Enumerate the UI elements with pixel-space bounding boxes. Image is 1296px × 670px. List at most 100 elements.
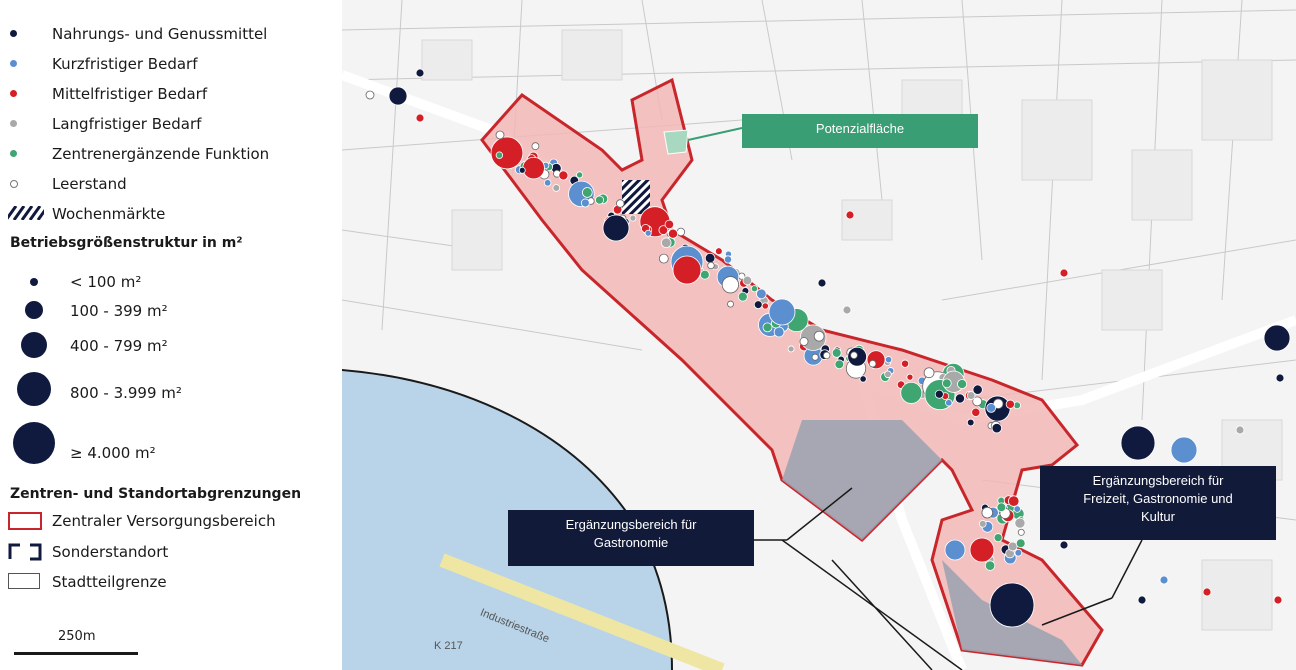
scale-bar-label: 250m xyxy=(58,629,96,644)
poi-marker xyxy=(1014,548,1023,557)
poi-marker xyxy=(658,253,669,264)
poi-marker xyxy=(859,375,867,383)
poi-marker xyxy=(723,255,733,264)
size-label-400-799: 400 - 799 m² xyxy=(70,337,168,355)
legend-dot-nahrung xyxy=(10,30,17,37)
size-label-lt100: < 100 m² xyxy=(70,273,142,291)
size-symbol-gte4000 xyxy=(13,422,55,464)
poi-marker xyxy=(957,379,968,390)
size-label-100-399: 100 - 399 m² xyxy=(70,302,168,320)
poi-marker xyxy=(845,210,855,220)
poi-marker xyxy=(1275,373,1285,383)
bounds-label-zvb: Zentraler Versorgungsbereich xyxy=(52,512,276,530)
poi-marker xyxy=(787,345,795,353)
poi-marker xyxy=(773,326,785,338)
poi-marker xyxy=(1159,575,1169,585)
poi-marker xyxy=(966,391,976,400)
legend-dot-zentrenergaenzend xyxy=(10,150,17,157)
size-label-gte4000: ≥ 4.000 m² xyxy=(70,444,156,462)
poi-marker xyxy=(664,219,675,230)
poi-marker xyxy=(822,351,831,360)
poi-marker xyxy=(762,322,773,333)
size-legend-heading: Betriebsgrößenstruktur in m² xyxy=(10,235,243,251)
legend-dot-mittelfristig xyxy=(10,90,17,97)
poi-marker xyxy=(842,305,852,315)
poi-marker xyxy=(799,337,809,346)
poi-marker xyxy=(942,378,952,389)
poi-layer xyxy=(365,68,1291,628)
poi-marker xyxy=(576,171,584,179)
bounds-legend-heading: Zentren- und Standortabgrenzungen xyxy=(10,486,302,502)
poi-marker xyxy=(811,353,819,361)
poi-marker xyxy=(531,142,540,151)
poi-marker xyxy=(1059,268,1069,278)
legend-label-wochenmaerkte: Wochenmärkte xyxy=(52,205,166,223)
poi-marker xyxy=(966,418,975,427)
wochenmarkt-area xyxy=(622,180,650,214)
poi-marker xyxy=(906,373,914,381)
poi-marker xyxy=(1017,528,1025,536)
poi-largest-food xyxy=(989,582,1035,628)
poi-marker xyxy=(558,170,569,181)
gastronomie-callout-line2: Gastronomie xyxy=(593,535,669,550)
poi-marker xyxy=(727,300,734,308)
poi-marker xyxy=(972,396,983,407)
poi-marker xyxy=(761,302,769,310)
poi-marker xyxy=(884,370,892,379)
poi-marker xyxy=(986,403,997,413)
scale-bar xyxy=(14,652,138,655)
poi-mittelfristig xyxy=(969,537,995,563)
poi-large-food xyxy=(1263,324,1291,352)
poi-marker xyxy=(1235,425,1245,435)
bounds-label-stadtteilgrenze: Stadtteilgrenze xyxy=(52,573,167,591)
sonderstandort-symbol xyxy=(8,543,42,561)
poi-marker xyxy=(978,519,987,528)
size-symbol-800-3999 xyxy=(17,372,51,406)
poi-marker xyxy=(756,288,767,300)
poi-marker xyxy=(629,214,637,222)
poi-marker xyxy=(543,179,552,187)
poi-large-kurzfristig xyxy=(1170,436,1198,464)
poi-marker xyxy=(996,502,1007,513)
poi-marker xyxy=(1202,587,1212,597)
freizeit-callout-line1: Ergänzungsbereich für xyxy=(1092,473,1224,488)
legend-label-mittelfristig: Mittelfristiger Bedarf xyxy=(52,85,208,103)
poi-marker xyxy=(991,422,1002,434)
poi-marker xyxy=(954,393,965,404)
poi-marker xyxy=(1137,595,1147,605)
poi-marker xyxy=(667,228,679,239)
poi-marker xyxy=(742,275,753,286)
size-label-800-3999: 800 - 3.999 m² xyxy=(70,384,182,402)
poi-marker xyxy=(518,166,526,174)
zvb-symbol xyxy=(8,512,42,530)
size-symbol-100-399 xyxy=(25,301,43,319)
poi-marker xyxy=(831,348,842,358)
poi-marker xyxy=(704,252,716,264)
bounds-label-sonderstandort: Sonderstandort xyxy=(52,543,169,561)
stadtteilgrenze-symbol xyxy=(8,573,40,589)
map-canvas[interactable]: Potenzialfläche Ergänzungsbereich für Ga… xyxy=(342,0,1296,670)
poi-marker xyxy=(707,261,715,270)
wochenmarkt-hatch-icon xyxy=(8,206,44,220)
poi-marker xyxy=(1008,495,1020,507)
poi-marker xyxy=(495,151,504,159)
poi-marker xyxy=(644,229,652,237)
poi-large-kurzfristig xyxy=(768,298,796,326)
poi-marker xyxy=(1273,595,1283,605)
legend-label-zentrenergaenzend: Zentrenergänzende Funktion xyxy=(52,145,270,163)
poi-marker xyxy=(900,359,910,368)
freizeit-callout: Ergänzungsbereich für Freizeit, Gastrono… xyxy=(1040,466,1276,540)
poi-marker xyxy=(721,276,739,294)
legend-label-langfristig: Langfristiger Bedarf xyxy=(52,115,202,133)
poi-marker xyxy=(850,351,858,360)
ergaenzung-freizeit-area xyxy=(942,560,1082,665)
potenzialflaeche-label: Potenzialfläche xyxy=(742,114,978,148)
poi-marker xyxy=(676,227,686,237)
gastronomie-callout-line1: Ergänzungsbereich für xyxy=(565,517,697,532)
poi-marker xyxy=(868,359,877,368)
poi-marker xyxy=(1059,540,1069,550)
zvb-area xyxy=(480,77,1104,667)
poi-marker xyxy=(993,533,1003,543)
poi-marker xyxy=(522,156,545,180)
potenzialflaeche-area xyxy=(663,129,689,155)
